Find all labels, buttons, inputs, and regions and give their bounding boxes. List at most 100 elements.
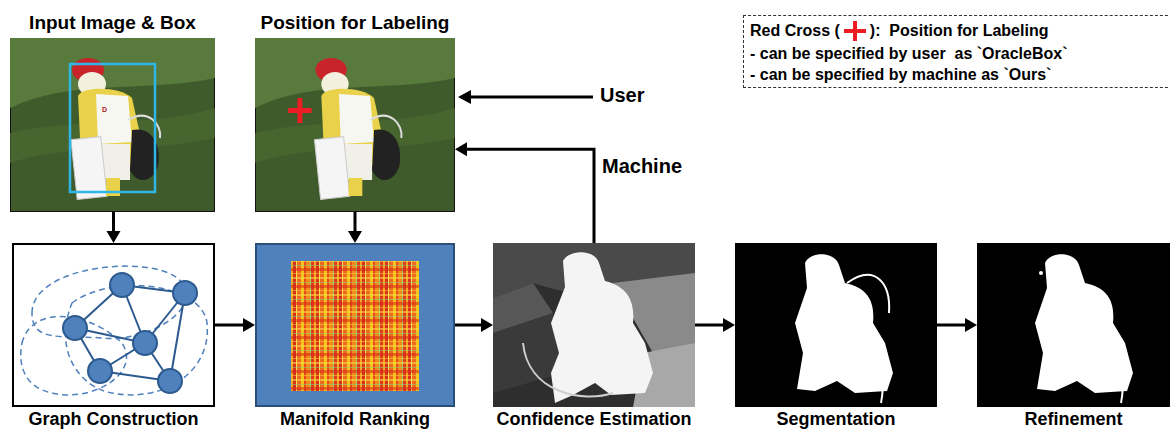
illustration-part [88,359,112,383]
panel-heading: Segmentation [776,408,895,430]
illustration-part [96,94,132,144]
illustration-part [291,261,419,391]
arrow-head [348,231,362,243]
illustration-part [493,243,695,407]
illustration-part [372,129,400,180]
input-photo: D [10,38,215,212]
illustration-part [63,316,87,340]
illustration-part [458,90,471,104]
illustration-part [133,331,157,355]
illustration-part [349,178,363,196]
connector-line [354,212,357,233]
panel-heading: Confidence Estimation [496,408,691,430]
legend-text: Red Cross ( [750,21,840,41]
connector-line [112,212,115,233]
confidence-map [493,243,695,407]
actor-label: User [600,84,644,106]
legend-line: - can be specified by user as `OracleBox… [750,44,1067,64]
illustration-part [847,275,889,313]
illustration-part [977,243,1170,407]
legend-text: - can be specified by user as `OracleBox… [750,44,1067,64]
arrow-head [723,318,735,332]
illustration-part [158,369,182,393]
connector [348,212,362,243]
connector-line [695,324,725,327]
panel-heading: Position for Labeling [261,12,450,34]
illustration-part [314,137,349,200]
ranking-matrix [255,243,455,407]
panel-heading: Input Image & Box [29,12,196,34]
illustration-part [735,243,937,407]
illustration-part [106,178,120,196]
process-panel: Confidence Estimation [493,243,695,407]
image-panel: Position for Labeling [255,38,455,212]
illustration-part [370,116,401,138]
illustration-part [13,244,214,406]
illustration-part [21,317,127,395]
illustration-part [255,38,455,212]
illustration-part [339,94,374,144]
cross-bar [853,21,857,41]
illustration-part [1035,254,1133,393]
illustration-part [291,261,419,391]
connector-label-holder: Machine [602,155,682,178]
illustration-part [256,244,454,406]
actor-label-holder: User [600,84,644,107]
connector [455,142,594,243]
process-panel: Graph Construction [12,243,215,407]
panel-heading: Refinement [1024,408,1122,430]
arrow-head [455,142,467,156]
graph-illustration [12,243,215,407]
connector-line [455,324,483,327]
illustration-part [875,353,883,403]
illustration-part [102,144,130,180]
connector-line [465,149,594,243]
labeling-photo [255,38,455,212]
illustration-part [70,64,155,192]
arrow-head [243,318,255,332]
red-cross-symbol [842,21,868,41]
connector-label: Machine [602,155,682,177]
arrow-head [481,318,493,332]
illustration-part [110,273,134,297]
image-panel: Input Image & Box [10,38,215,212]
arrow-head [107,231,121,243]
panel-heading: Graph Construction [29,408,199,430]
process-panel: Segmentation [735,243,937,407]
legend-line: - can be specified by machine as `Ours` [750,65,1051,85]
illustration-part [345,144,372,180]
refined-mask [977,243,1170,407]
connector [455,318,493,332]
connector-line [937,324,967,327]
illustration-part [170,293,185,381]
connector [937,318,977,332]
illustration-part [795,254,893,393]
process-panel: Manifold Ranking [255,243,455,407]
connector [695,318,735,332]
connector [107,212,121,243]
illustration-part [551,252,653,403]
process-panel: Refinement [977,243,1170,407]
illustration-part [173,281,197,305]
illustration-part [10,38,215,212]
illustration-part [63,273,197,393]
illustration-part [32,266,186,338]
illustration-part [1115,353,1123,403]
arrow-head [965,318,977,332]
connector-line [215,324,245,327]
jersey-print: D [102,106,107,113]
illustration-part [297,98,302,123]
panel-heading: Manifold Ranking [280,408,430,430]
illustration-part [523,343,613,396]
connector [215,318,255,332]
illustration-part [71,137,107,200]
legend-text: - can be specified by machine as `Ours` [750,65,1051,85]
segmentation-mask [735,243,937,407]
illustration-part [493,283,553,333]
user-arrow [458,90,593,104]
illustration-part [1039,271,1043,275]
illustration-part [470,96,593,99]
legend-line: Red Cross ( ): Position for Labeling [750,21,1048,41]
legend-text: ): Position for Labeling [870,21,1049,41]
